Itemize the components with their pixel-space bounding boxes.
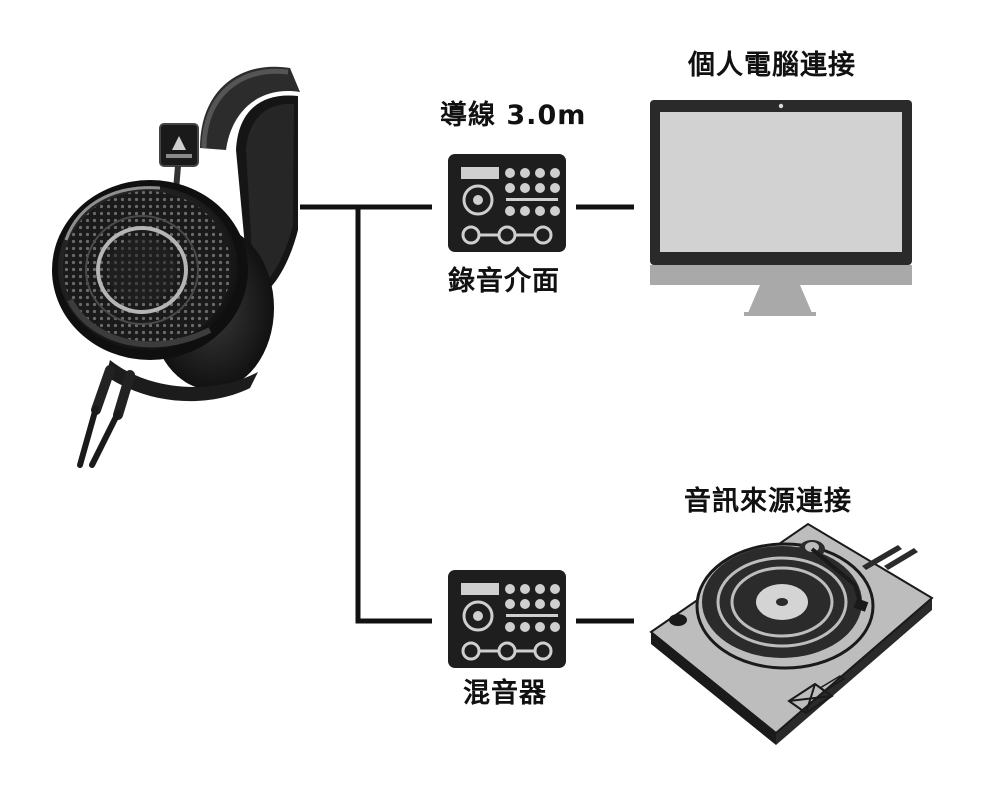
monitor-icon — [650, 100, 912, 316]
audio-interface-label: 錄音介面 — [448, 266, 560, 297]
connection-lines — [300, 204, 634, 624]
headphones-icon — [52, 66, 300, 468]
cable-length-label: 導線 3.0m — [440, 100, 587, 131]
pc-connection-label: 個人電腦連接 — [688, 50, 856, 81]
mixer-icon — [448, 570, 566, 668]
mixer-label: 混音器 — [463, 678, 547, 709]
line-branch-to-mixer — [355, 207, 432, 624]
audio-interface-icon — [448, 154, 566, 252]
turntable-icon — [649, 522, 934, 745]
audio-source-label: 音訊來源連接 — [684, 486, 852, 517]
